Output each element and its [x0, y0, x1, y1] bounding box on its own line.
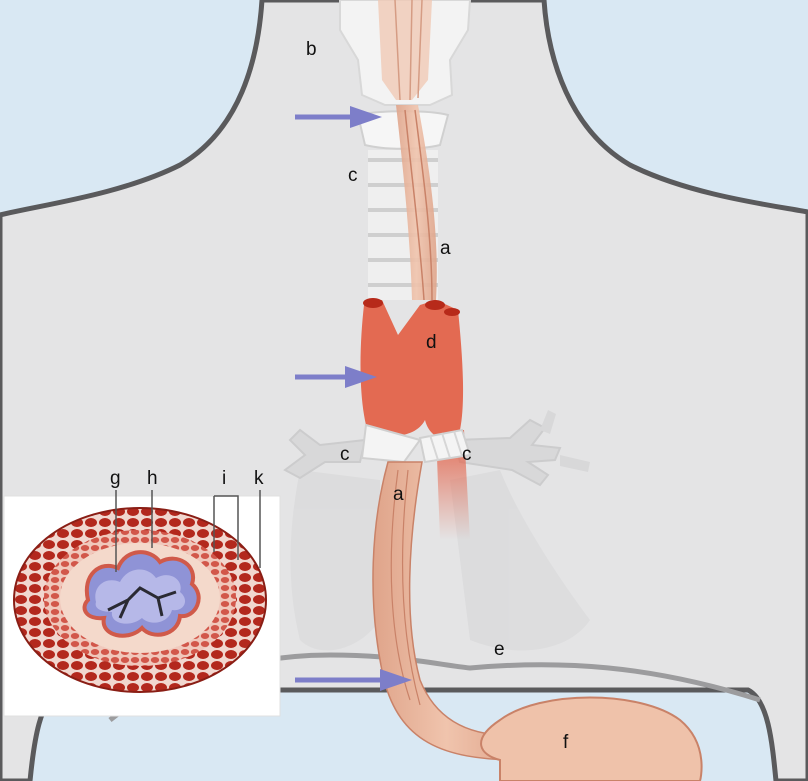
label-i: i — [222, 468, 226, 489]
label-f: f — [563, 732, 569, 753]
label-g: g — [110, 468, 121, 489]
label-k: k — [254, 468, 264, 489]
label-a-lower: a — [393, 484, 404, 505]
label-c-left: c — [340, 444, 350, 465]
label-d: d — [426, 332, 437, 353]
label-c-neck: c — [348, 165, 358, 186]
label-c-right: c — [462, 444, 472, 465]
cross-section-inset — [4, 490, 280, 716]
label-e: e — [494, 639, 505, 660]
label-a-upper: a — [440, 238, 451, 259]
label-b: b — [306, 39, 317, 60]
stomach — [481, 698, 702, 781]
label-h: h — [147, 468, 158, 489]
